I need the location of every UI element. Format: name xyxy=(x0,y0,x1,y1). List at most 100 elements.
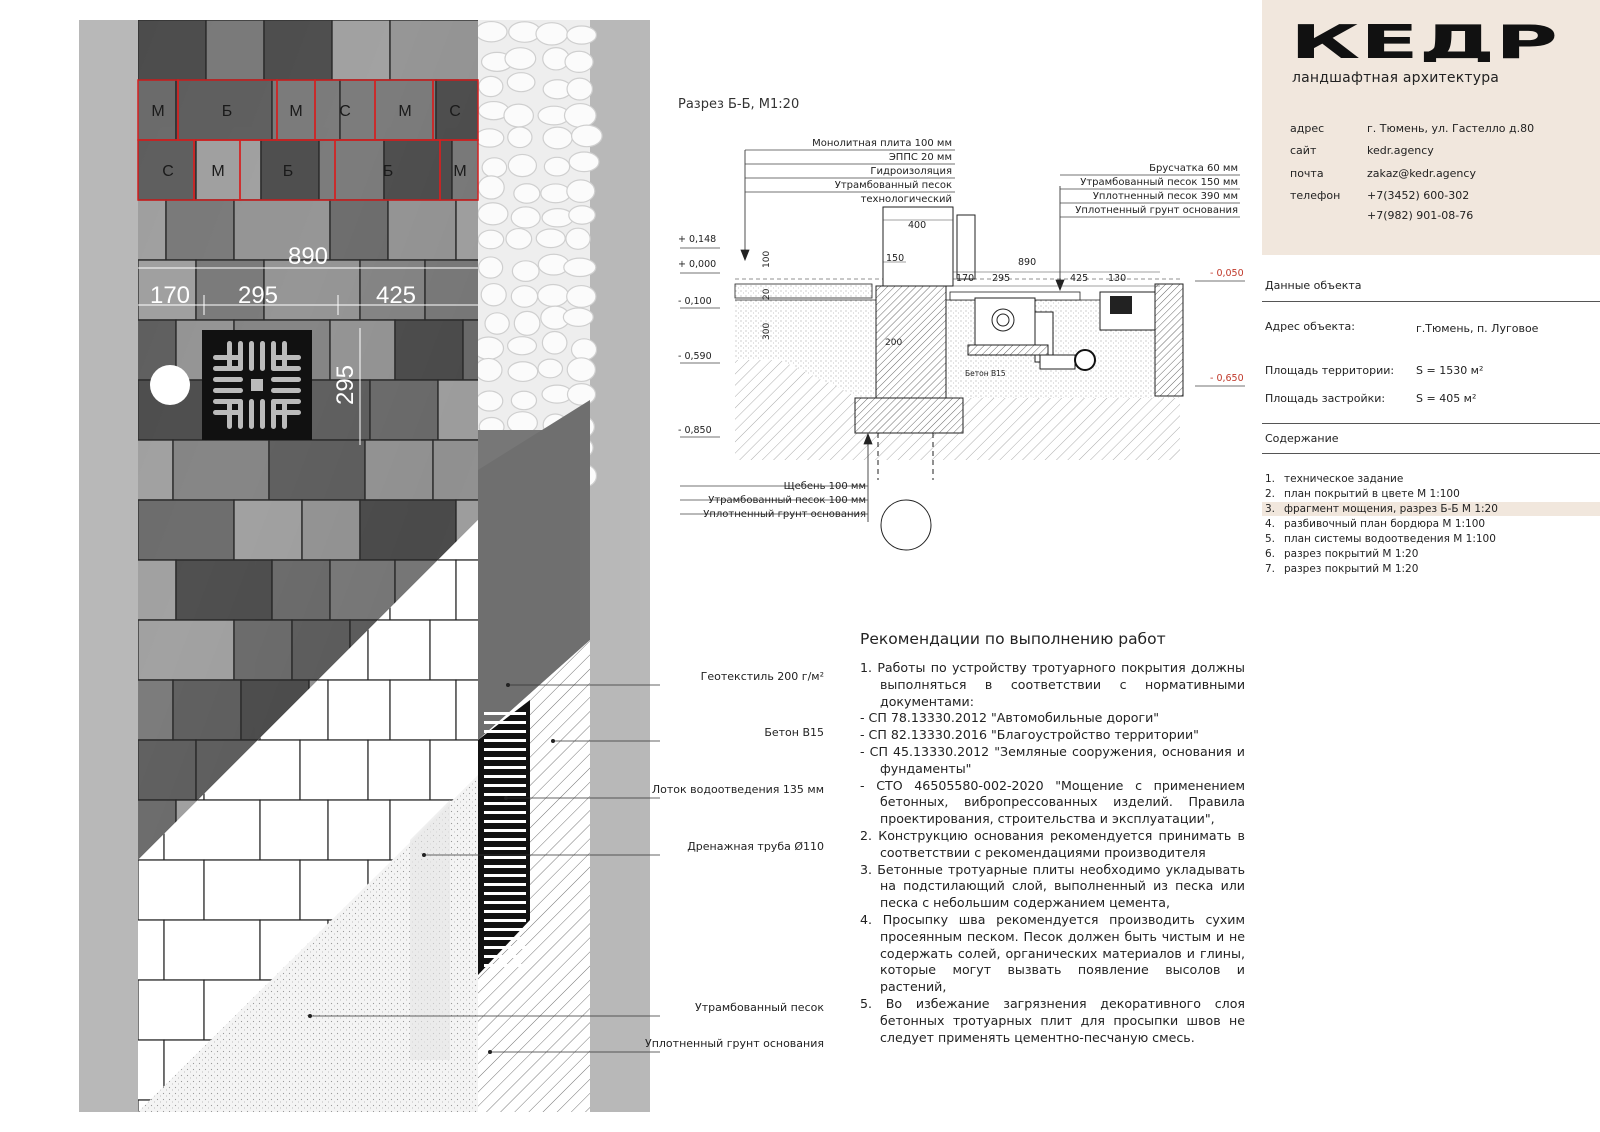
channel-grate xyxy=(484,712,526,967)
divider xyxy=(1262,453,1600,454)
level-label-right: - 0,650 xyxy=(1210,373,1244,384)
layer-label: Гидроизоляция xyxy=(870,166,952,177)
brick-type-label: Б xyxy=(222,103,233,120)
brick-type-label: М xyxy=(453,163,466,180)
rec-paragraph: 2. Конструкцию основания рекомендуется п… xyxy=(860,827,1245,860)
rec-standard: - СП 82.13330.2016 "Благоустройство терр… xyxy=(860,727,1199,743)
brick-type-label: М xyxy=(398,103,411,120)
toc-number: 4. xyxy=(1265,518,1276,530)
level-label: - 0,100 xyxy=(678,296,712,307)
callout-soil: Уплотненный грунт основания xyxy=(645,1037,824,1050)
contact-address: г. Тюмень, ул. Гастелло д.80 xyxy=(1367,122,1535,135)
toc-number: 3. xyxy=(1265,503,1276,515)
drain-grate-icon xyxy=(202,330,312,440)
callout-geotextile: Геотекстиль 200 г/м² xyxy=(700,670,824,683)
layer-label: Утрамбованный песок 150 мм xyxy=(1080,177,1238,188)
divider xyxy=(1262,301,1600,302)
layer-label: Уплотненный грунт основания xyxy=(1075,205,1238,216)
toc-number: 2. xyxy=(1265,488,1276,500)
toc-highlight xyxy=(1262,502,1600,516)
dim-part-2: 295 xyxy=(238,282,278,309)
dim-label: 150 xyxy=(886,253,905,264)
brick-type-label: Б xyxy=(283,163,294,180)
toc-number: 7. xyxy=(1265,563,1276,575)
section-drawing xyxy=(680,149,1245,551)
level-label-right: - 0,050 xyxy=(1210,268,1244,279)
section-top-right-layers: Брусчатка 60 мм Утрамбованный песок 150 … xyxy=(1064,162,1238,218)
dim-label: 100 xyxy=(762,250,772,268)
toc-item[interactable]: разбивочный план бордюра М 1:100 xyxy=(1284,518,1486,530)
rec-paragraph: 5. Во избежание загрязнения декоративног… xyxy=(860,995,1245,1045)
object-build-value: S = 405 м² xyxy=(1416,392,1477,405)
toc-number: 6. xyxy=(1265,548,1276,560)
border-band-left xyxy=(79,20,138,1112)
level-label: + 0,000 xyxy=(678,259,717,270)
toc-item[interactable]: разрез покрытий М 1:20 xyxy=(1284,563,1419,575)
pebbles xyxy=(472,20,603,488)
dim-label: 170 xyxy=(956,273,975,284)
toc-item[interactable]: разрез покрытий М 1:20 xyxy=(1284,548,1419,560)
callout-channel: Лоток водоотведения 135 мм xyxy=(651,783,824,796)
kedr-logo: КЕДР xyxy=(1290,22,1558,62)
contact-phone-1[interactable]: +7(3452) 600-302 xyxy=(1367,189,1470,202)
object-address-label: Адрес объекта: xyxy=(1265,320,1355,333)
object-build-label: Площадь застройки: xyxy=(1265,392,1386,405)
toc-item[interactable]: план системы водоотведения М 1:100 xyxy=(1284,533,1496,545)
brick-type-label: Б xyxy=(383,163,394,180)
contact-phone-2[interactable]: +7(982) 901-08-76 xyxy=(1367,209,1474,222)
brick-type-label: М xyxy=(151,103,164,120)
rec-standard: - СТО 46505580-002-2020 "Мощение с приме… xyxy=(860,777,1245,827)
brick-type-label: М xyxy=(211,163,224,180)
brick-type-label: С xyxy=(162,163,174,180)
logo-text: КЕДР xyxy=(1290,22,1558,62)
toc-number: 5. xyxy=(1265,533,1276,545)
rec-paragraph: 1. Работы по устройству тротуарного покр… xyxy=(860,660,1245,709)
dim-label: 20 xyxy=(762,288,772,300)
toc-item[interactable]: план покрытий в цвете М 1:100 xyxy=(1284,488,1460,500)
contact-key-address: адрес xyxy=(1290,122,1325,135)
toc-item[interactable]: техническое задание xyxy=(1284,473,1404,485)
object-area-value: S = 1530 м² xyxy=(1416,364,1484,377)
contact-key-site: сайт xyxy=(1290,144,1317,157)
dim-label: 295 xyxy=(992,273,1011,284)
contact-key-email: почта xyxy=(1290,167,1324,180)
dim-label: 425 xyxy=(1070,273,1089,284)
callout-leaders xyxy=(310,684,660,1053)
contents-heading: Содержание xyxy=(1265,432,1339,445)
dim-part-1: 170 xyxy=(150,282,190,309)
layer-label: Утрамбованный песок технологический xyxy=(834,180,952,205)
recommendations-heading: Рекомендации по выполнению работ xyxy=(860,630,1166,648)
contact-email-link[interactable]: zakaz@kedr.agency xyxy=(1367,167,1476,180)
callout-drain-pipe: Дренажная труба Ø110 xyxy=(687,840,824,853)
callout-concrete: Бетон В15 xyxy=(764,726,824,739)
dim-label: 400 xyxy=(908,220,927,231)
section-title: Разрез Б-Б, М1:20 xyxy=(678,97,800,112)
dim-total-label: 890 xyxy=(288,243,328,270)
dimension-lines xyxy=(138,267,478,445)
contact-site-link[interactable]: kedr.agency xyxy=(1367,144,1434,157)
layer-label: Утрамбованный песок 100 мм xyxy=(708,495,866,506)
toc-number: 1. xyxy=(1265,473,1276,485)
rec-standard: - СП 78.13330.2012 "Автомобильные дороги… xyxy=(860,710,1160,726)
object-heading: Данные объекта xyxy=(1265,279,1362,292)
brick-type-label: С xyxy=(339,103,351,120)
level-label: - 0,590 xyxy=(678,351,712,362)
contact-key-phone: телефон xyxy=(1290,189,1341,202)
dim-label: 300 xyxy=(762,322,772,340)
layer-label: Уплотненный грунт основания xyxy=(703,509,866,520)
rec-standard: - СП 45.13330.2012 "Земляные сооружения,… xyxy=(860,743,1245,776)
recommendations-block: Рекомендации по выполнению работ 1. Рабо… xyxy=(860,630,1245,1046)
object-address-value: г.Тюмень, п. Луговое xyxy=(1416,322,1539,335)
rec-paragraph: 3. Бетонные тротуарные плиты необходимо … xyxy=(860,861,1245,911)
rec-paragraph: 4. Просыпку шва рекомендуется производит… xyxy=(860,911,1245,995)
dim-vertical: 295 xyxy=(332,365,359,405)
border-band-right xyxy=(590,20,650,1112)
toc-item-current[interactable]: фрагмент мощения, разрез Б-Б М 1:20 xyxy=(1284,503,1498,515)
company-subtitle: ландшафтная архитектура xyxy=(1292,70,1500,86)
brick-type-label: М xyxy=(289,103,302,120)
dim-label: 890 xyxy=(1018,257,1037,268)
dim-label: 200 xyxy=(885,338,903,348)
callout-sand: Утрамбованный песок xyxy=(695,1001,824,1014)
